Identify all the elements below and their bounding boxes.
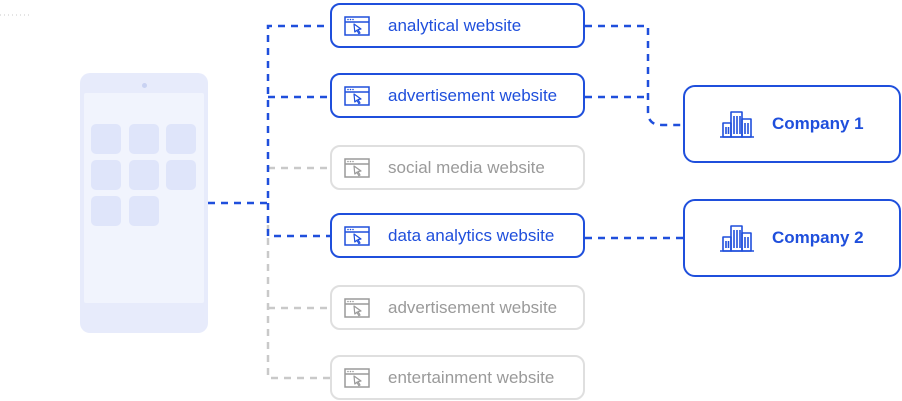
connector-entertainment bbox=[266, 225, 330, 380]
app-tile bbox=[129, 124, 159, 154]
app-tile bbox=[91, 124, 121, 154]
connector-to-company-1 bbox=[585, 24, 683, 127]
browser-cursor-icon bbox=[344, 297, 370, 318]
website-entertainment: entertainment website bbox=[330, 355, 585, 400]
website-analytical: analytical website bbox=[330, 3, 585, 48]
app-tile bbox=[129, 196, 159, 226]
company-1-box: Company 1 bbox=[683, 85, 901, 163]
company-label: Company 1 bbox=[772, 114, 864, 133]
app-tile bbox=[91, 160, 121, 190]
office-building-icon bbox=[720, 111, 754, 138]
website-label: social media website bbox=[388, 157, 545, 177]
website-data-analytics: data analytics website bbox=[330, 213, 585, 258]
connector-data-analytics bbox=[266, 203, 330, 238]
connector-phone-trunk bbox=[208, 24, 330, 205]
website-label: advertisement website bbox=[388, 297, 558, 317]
website-label: advertisement website bbox=[388, 85, 558, 105]
browser-cursor-icon bbox=[344, 15, 370, 36]
app-tile bbox=[91, 196, 121, 226]
company-2-box: Company 2 bbox=[683, 199, 901, 277]
phone-camera bbox=[142, 83, 147, 88]
website-label: data analytics website bbox=[388, 225, 555, 245]
app-tile bbox=[166, 160, 196, 190]
website-label: entertainment website bbox=[388, 367, 555, 387]
website-social-media: social media website bbox=[330, 145, 585, 190]
app-tile bbox=[166, 124, 196, 154]
website-advertisement-active: advertisement website bbox=[330, 73, 585, 118]
browser-cursor-icon bbox=[344, 225, 370, 246]
decorative-dots bbox=[0, 14, 30, 16]
company-label: Company 2 bbox=[772, 228, 864, 247]
office-building-icon bbox=[720, 225, 754, 252]
browser-cursor-icon bbox=[344, 85, 370, 106]
website-label: analytical website bbox=[388, 15, 522, 35]
app-tile bbox=[129, 160, 159, 190]
browser-cursor-icon bbox=[344, 157, 370, 178]
website-advertisement-inactive: advertisement website bbox=[330, 285, 585, 330]
browser-cursor-icon bbox=[344, 367, 370, 388]
